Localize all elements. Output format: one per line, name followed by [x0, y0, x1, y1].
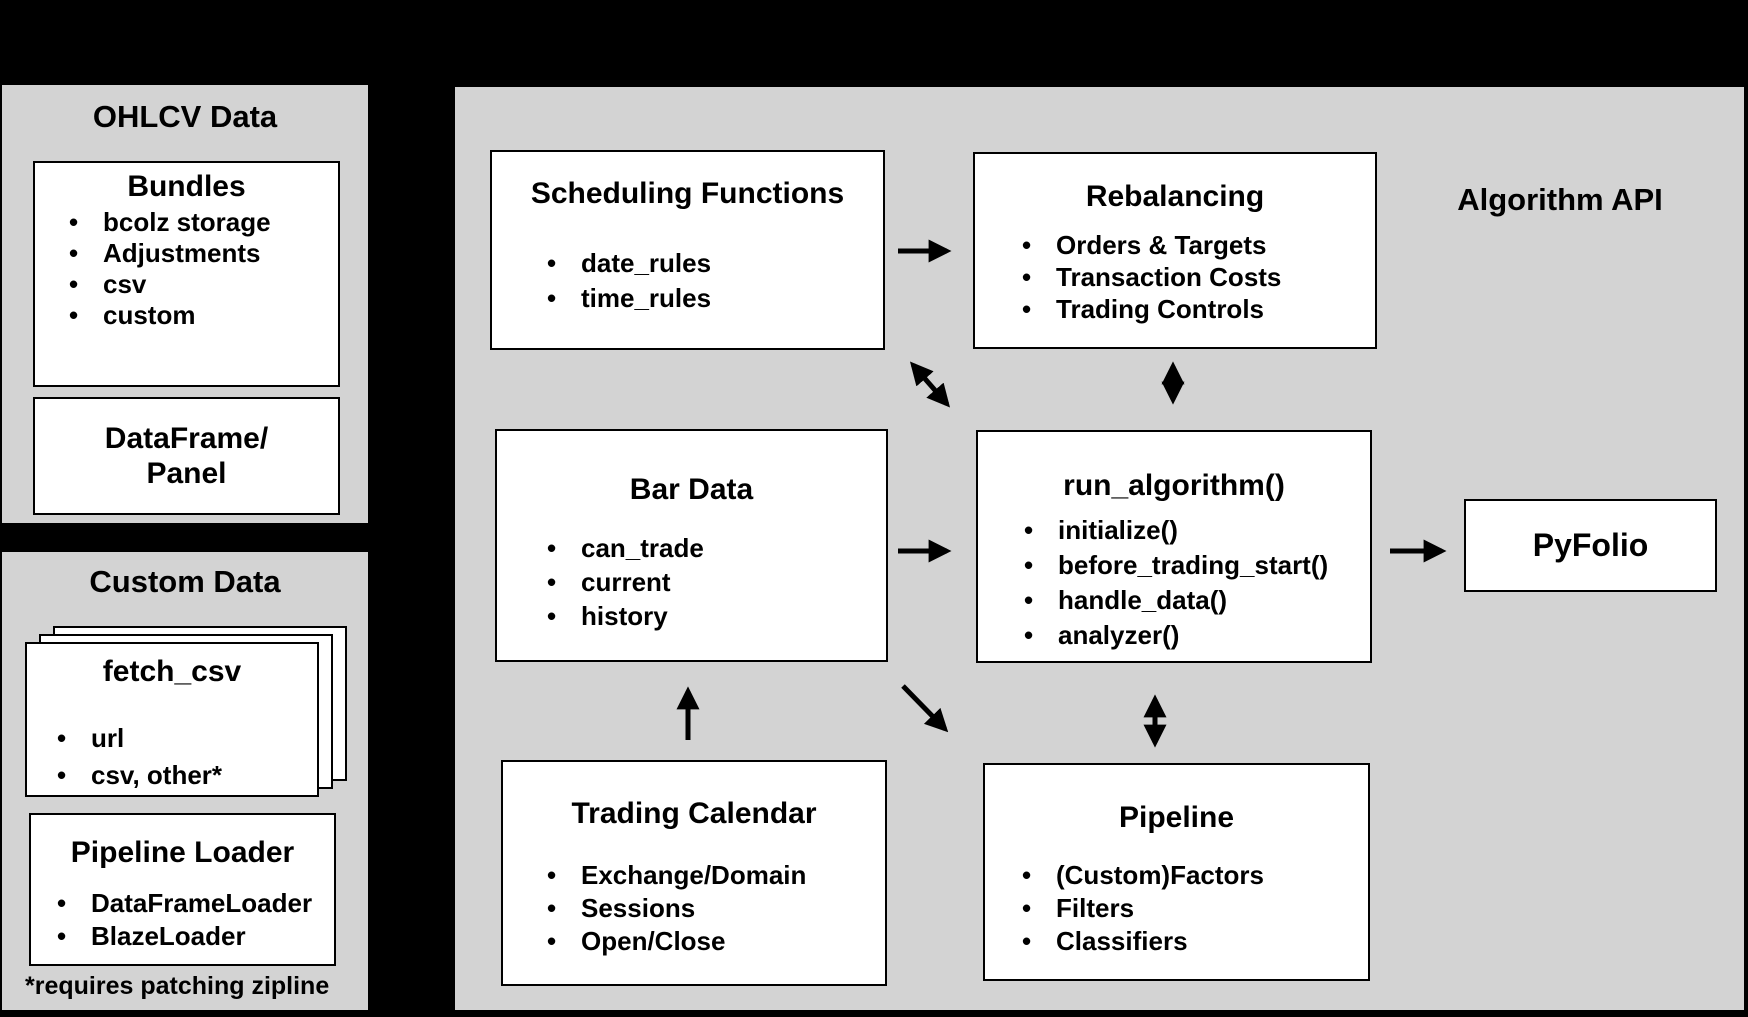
run-algorithm-box: run_algorithm() initialize() before_trad… — [976, 430, 1372, 663]
list-item: Trading Controls — [1022, 293, 1375, 325]
list-item: Filters — [1022, 892, 1368, 925]
bar-data-list: can_trade current history — [497, 531, 886, 633]
dataframe-panel-box: DataFrame/ Panel — [33, 397, 340, 515]
rebalancing-box-title: Rebalancing — [1085, 180, 1265, 213]
dataframe-box-title-line1: DataFrame/ — [104, 422, 269, 455]
list-item: BlazeLoader — [57, 920, 334, 953]
list-item: custom — [69, 300, 338, 331]
pipeline-box-title: Pipeline — [1118, 801, 1235, 834]
bundles-list: bcolz storage Adjustments csv custom — [35, 207, 338, 331]
list-item: Adjustments — [69, 238, 338, 269]
list-item: Open/Close — [547, 925, 885, 958]
list-item: initialize() — [1024, 513, 1370, 548]
list-item: history — [547, 599, 886, 633]
algorithm-api-label: Algorithm API — [1457, 182, 1663, 217]
list-item: (Custom)Factors — [1022, 859, 1368, 892]
bar-data-box: Bar Data can_trade current history — [495, 429, 888, 662]
fetch-csv-list: url csv, other* — [27, 720, 317, 794]
list-item: csv, other* — [57, 757, 317, 794]
ohlcv-data-panel: OHLCV Data Bundles bcolz storage Adjustm… — [2, 85, 368, 523]
list-item: time_rules — [547, 281, 883, 316]
run-algorithm-list: initialize() before_trading_start() hand… — [978, 513, 1370, 653]
fetch-csv-box-title: fetch_csv — [102, 655, 242, 688]
custom-data-panel: Custom Data fetch_csv url csv, other* Pi… — [2, 552, 368, 1010]
bundles-box: Bundles bcolz storage Adjustments csv cu… — [33, 161, 340, 387]
algorithm-api-panel: Algorithm API Scheduling Functions date_… — [455, 87, 1744, 1010]
ohlcv-panel-title: OHLCV Data — [92, 99, 278, 134]
rebalancing-box: Rebalancing Orders & Targets Transaction… — [973, 152, 1377, 349]
list-item: can_trade — [547, 531, 886, 565]
list-item: Orders & Targets — [1022, 229, 1375, 261]
patching-footnote: *requires patching zipline — [25, 972, 330, 1000]
list-item: Classifiers — [1022, 925, 1368, 958]
list-item: DataFrameLoader — [57, 887, 334, 920]
run-algorithm-box-title: run_algorithm() — [1063, 469, 1285, 502]
pipeline-loader-box: Pipeline Loader DataFrameLoader BlazeLoa… — [29, 813, 336, 966]
scheduling-functions-list: date_rules time_rules — [492, 246, 883, 316]
bundles-box-title: Bundles — [127, 170, 246, 203]
list-item: before_trading_start() — [1024, 548, 1370, 583]
trading-calendar-box: Trading Calendar Exchange/Domain Session… — [501, 760, 887, 986]
pyfolio-box: PyFolio — [1464, 499, 1717, 592]
list-item: csv — [69, 269, 338, 300]
list-item: handle_data() — [1024, 583, 1370, 618]
rebalancing-list: Orders & Targets Transaction Costs Tradi… — [975, 229, 1375, 325]
pipeline-list: (Custom)Factors Filters Classifiers — [985, 859, 1368, 958]
list-item: url — [57, 720, 317, 757]
pipeline-loader-box-title: Pipeline Loader — [70, 836, 295, 869]
dataframe-box-title-line2: Panel — [146, 457, 227, 490]
list-item: Sessions — [547, 892, 885, 925]
pipeline-box: Pipeline (Custom)Factors Filters Classif… — [983, 763, 1370, 981]
pyfolio-box-title: PyFolio — [1532, 527, 1649, 563]
list-item: current — [547, 565, 886, 599]
list-item: bcolz storage — [69, 207, 338, 238]
bar-data-box-title: Bar Data — [629, 473, 754, 506]
scheduling-functions-box: Scheduling Functions date_rules time_rul… — [490, 150, 885, 350]
trading-calendar-box-title: Trading Calendar — [571, 797, 817, 830]
scheduling-functions-box-title: Scheduling Functions — [530, 177, 845, 210]
list-item: Exchange/Domain — [547, 859, 885, 892]
list-item: date_rules — [547, 246, 883, 281]
list-item: Transaction Costs — [1022, 261, 1375, 293]
fetch-csv-box: fetch_csv url csv, other* — [25, 642, 319, 797]
custom-panel-title: Custom Data — [89, 564, 281, 599]
list-item: analyzer() — [1024, 618, 1370, 653]
pipeline-loader-list: DataFrameLoader BlazeLoader — [31, 887, 334, 953]
trading-calendar-list: Exchange/Domain Sessions Open/Close — [503, 859, 885, 958]
